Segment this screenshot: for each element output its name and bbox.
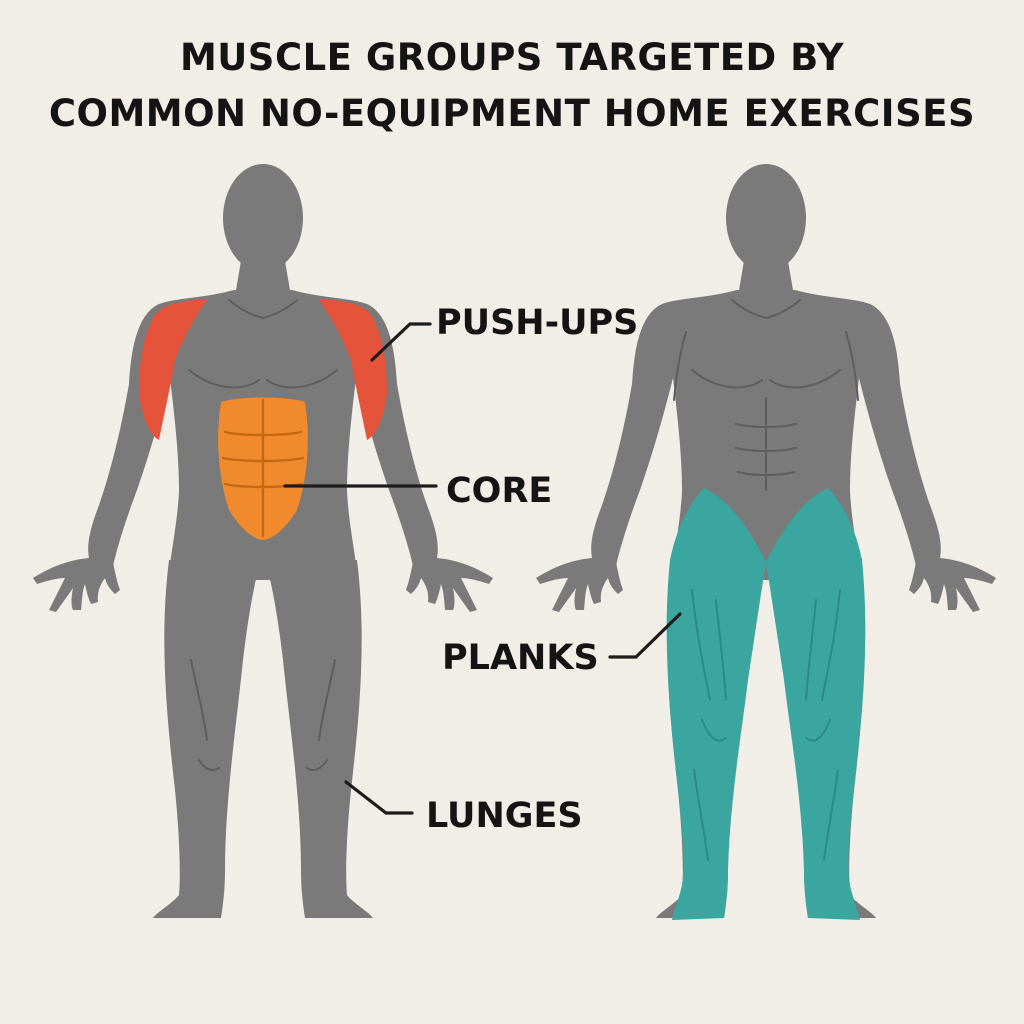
leg-highlight-left xyxy=(666,488,766,920)
shoulder-highlight-right xyxy=(319,300,387,440)
leg-highlight-right xyxy=(766,488,866,920)
front-figure-left xyxy=(33,164,493,918)
label-lunges: LUNGES xyxy=(426,796,583,836)
front-figure-right xyxy=(536,164,996,920)
label-pushups: PUSH-UPS xyxy=(436,303,638,343)
page-title: MUSCLE GROUPS TARGETED BY COMMON NO-EQUI… xyxy=(0,30,1024,142)
leader-pushups xyxy=(370,322,432,362)
label-core: CORE xyxy=(446,471,552,511)
title-line-1: MUSCLE GROUPS TARGETED BY xyxy=(179,36,845,79)
title-line-2: COMMON NO-EQUIPMENT HOME EXERCISES xyxy=(48,92,976,135)
label-planks: PLANKS xyxy=(442,638,599,678)
shoulder-highlight-left xyxy=(139,300,207,440)
leader-planks xyxy=(608,612,682,659)
leader-lunges xyxy=(344,780,414,815)
